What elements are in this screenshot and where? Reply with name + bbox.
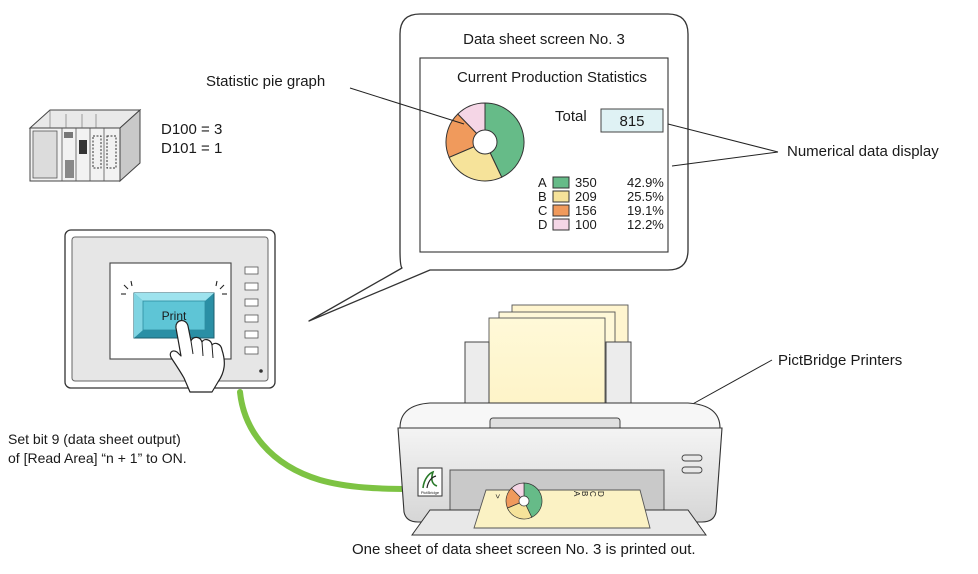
printed-letter: C	[588, 491, 597, 497]
tap-sparkle-icon	[121, 280, 227, 295]
row-key: B	[538, 189, 547, 204]
row-value: 209	[575, 189, 597, 204]
print-button[interactable]: Print	[133, 292, 215, 339]
pie-center-hole	[518, 495, 530, 507]
row-key: A	[538, 175, 547, 190]
plc-register-d101: D101 = 1	[161, 140, 223, 157]
printed-letter: D	[596, 491, 605, 497]
pictbridge-logo: PictBridge	[417, 467, 443, 497]
sheet-title: Current Production Statistics	[457, 69, 647, 86]
row-percent: 42.9%	[627, 175, 664, 190]
row-key: D	[538, 217, 547, 232]
printed-legend-letters: A B C D >	[493, 491, 605, 499]
row-percent: 12.2%	[627, 217, 664, 232]
pie-slice-a	[523, 482, 543, 518]
row-key: C	[538, 203, 547, 218]
printer: PictBridge A B C D >	[397, 304, 723, 536]
printer-callout: PictBridge Printers	[778, 352, 903, 369]
row-value: 350	[575, 175, 597, 190]
row-percent: 19.1%	[627, 203, 664, 218]
pointing-hand-icon	[169, 320, 225, 393]
row-value: 156	[575, 203, 597, 218]
row-swatch	[552, 190, 570, 203]
row-value: 100	[575, 217, 597, 232]
pie-graph-callout: Statistic pie graph	[206, 73, 326, 90]
printed-letter: B	[580, 491, 589, 496]
instruction-line-1: Set bit 9 (data sheet output)	[8, 431, 181, 447]
callout-lines	[349, 87, 779, 412]
total-label: Total	[555, 108, 587, 125]
bubble-title: Data sheet screen No. 3	[463, 31, 625, 48]
pie-slice-c	[445, 113, 486, 158]
row-swatch	[552, 176, 570, 189]
statistic-pie-chart	[445, 102, 525, 182]
total-value: 815	[619, 113, 644, 130]
print-button-label: Print	[162, 309, 187, 323]
svg-text:>: >	[493, 494, 502, 499]
row-swatch	[552, 218, 570, 231]
total-value-box	[600, 108, 664, 133]
numerical-display-callout: Numerical data display	[787, 143, 939, 160]
output-caption: One sheet of data sheet screen No. 3 is …	[352, 541, 696, 558]
pie-slice-a	[484, 102, 525, 178]
touch-panel: Print	[64, 229, 276, 393]
plc-register-d100: D100 = 3	[161, 121, 223, 138]
row-percent: 25.5%	[627, 189, 664, 204]
printed-pie-chart	[505, 482, 543, 520]
row-swatch	[552, 204, 570, 217]
panel-side-buttons	[244, 266, 259, 355]
printed-letter: A	[572, 491, 581, 497]
stats-table: A 350 42.9% B 209 25.5% C 156 19.1% D 100 12.2%	[538, 175, 664, 232]
plc-unit	[28, 108, 142, 183]
pictbridge-logo-text: PictBridge	[421, 490, 440, 495]
usb-cable	[237, 389, 416, 492]
pie-center-hole	[472, 129, 498, 155]
pie-slice-d	[510, 482, 525, 502]
instruction-line-2: of [Read Area] “n + 1” to ON.	[8, 450, 187, 466]
